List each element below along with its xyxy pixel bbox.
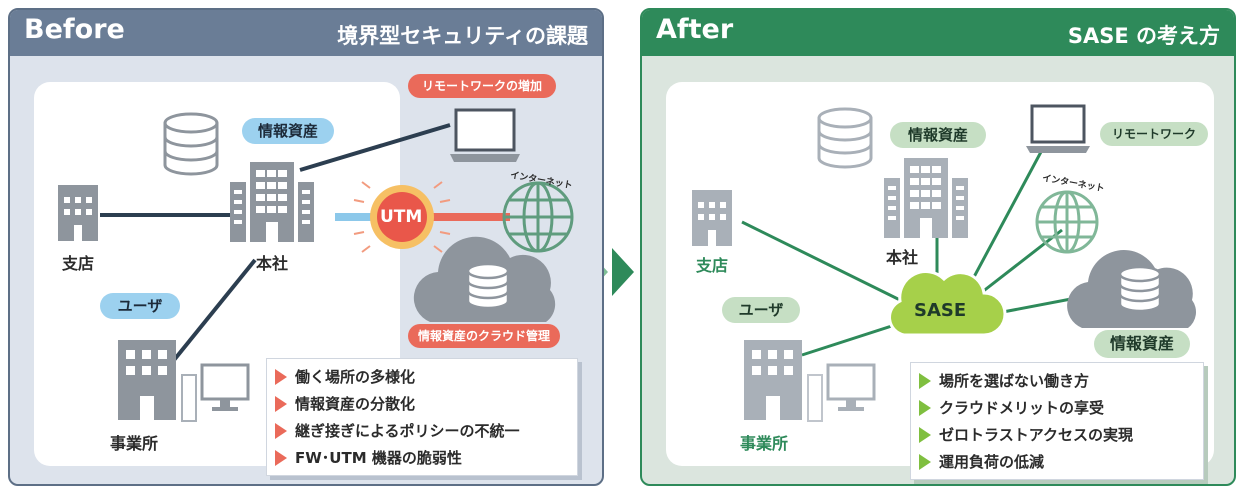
before-remote-work-label: リモートワークの増加 [408,74,556,98]
laptop-icon [450,108,520,162]
before-office-label: 事業所 [110,434,159,453]
before-issue-text: 継ぎ接ぎによるポリシーの不統一 [295,422,520,440]
triangle-bullet-icon [275,422,287,439]
hq-building-icon [230,162,314,242]
before-issue-text: FW･UTM 機器の脆弱性 [295,449,462,467]
after-office-label: 事業所 [740,434,789,453]
after-header: After SASE の考え方 [642,10,1234,56]
database-icon [163,112,219,176]
after-laptop-icon [1026,104,1090,153]
after-benefit-item: 運用負荷の低減 [911,448,1203,475]
before-badge: Before [24,14,125,45]
after-benefit-text: クラウドメリットの享受 [939,399,1105,417]
sase-label: SASE [914,300,967,321]
utm-label: UTM [380,207,423,227]
before-issue-item: 働く場所の多様化 [267,363,577,390]
triangle-bullet-icon [275,449,287,466]
after-remote-work-label: リモートワーク [1100,122,1208,146]
after-info-assets-cloud-label: 情報資産 [1094,330,1190,358]
triangle-bullet-icon [919,426,931,443]
after-desktop-pc-icon [807,363,876,422]
before-hq-label: 本社 [256,254,289,273]
after-cloud-database-icon [1118,265,1162,313]
sase-cloud-icon [888,270,1007,337]
triangle-bullet-icon [919,453,931,470]
after-title: SASE の考え方 [1067,24,1220,48]
after-panel: After SASE の考え方 [640,8,1236,486]
after-benefit-text: 場所を選ばない働き方 [939,372,1090,390]
after-benefit-item: 場所を選ばない働き方 [911,367,1203,394]
after-office-building-icon [744,340,802,420]
before-diagram [58,108,574,422]
triangle-bullet-icon [275,395,287,412]
after-badge: After [656,14,734,45]
before-issue-text: 働く場所の多様化 [295,368,416,386]
before-user-label: ユーザ [100,293,180,319]
after-database-icon [817,107,873,169]
office-building-icon [118,340,176,420]
after-branch-label: 支店 [696,256,729,275]
after-benefit-text: ゼロトラストアクセスの実現 [939,426,1133,444]
cloud-database-icon [466,262,510,310]
after-hq-building-icon [884,158,968,238]
before-title: 境界型セキュリティの課題 [337,24,588,48]
before-issues-box: 働く場所の多様化 情報資産の分散化 継ぎ接ぎによるポリシーの不統一 FW･UTM… [266,358,578,476]
after-hq-label: 本社 [886,248,919,267]
after-globe-icon [1035,190,1099,254]
after-benefit-item: クラウドメリットの享受 [911,394,1203,421]
before-issue-item: 情報資産の分散化 [267,390,577,417]
triangle-bullet-icon [275,368,287,385]
desktop-pc-icon [181,363,250,422]
after-benefit-text: 運用負荷の低減 [939,453,1045,471]
before-issue-item: 継ぎ接ぎによるポリシーの不統一 [267,417,577,444]
triangle-bullet-icon [919,399,931,416]
after-info-assets-top-label: 情報資産 [890,122,986,148]
after-diagram [692,104,1196,422]
branch-building-icon [58,185,98,241]
triangle-bullet-icon [919,372,931,389]
after-benefits-box: 場所を選ばない働き方 クラウドメリットの享受 ゼロトラストアクセスの実現 運用負… [910,362,1204,480]
utm-icon [353,181,451,253]
before-cloud-mgmt-label: 情報資産のクラウド管理 [408,324,560,348]
before-header: Before 境界型セキュリティの課題 [10,10,602,56]
after-benefit-item: ゼロトラストアクセスの実現 [911,421,1203,448]
before-issue-item: FW･UTM 機器の脆弱性 [267,444,577,471]
before-branch-label: 支店 [62,254,95,273]
after-user-label: ユーザ [722,297,800,323]
chevron-3-icon [612,248,634,296]
before-connection-lines [100,123,451,367]
globe-icon [502,181,574,253]
after-branch-building-icon [692,190,732,246]
before-info-assets-label: 情報資産 [242,118,334,144]
before-issue-text: 情報資産の分散化 [295,395,416,413]
before-panel: Before 境界型セキュリティの課題 [8,8,604,486]
